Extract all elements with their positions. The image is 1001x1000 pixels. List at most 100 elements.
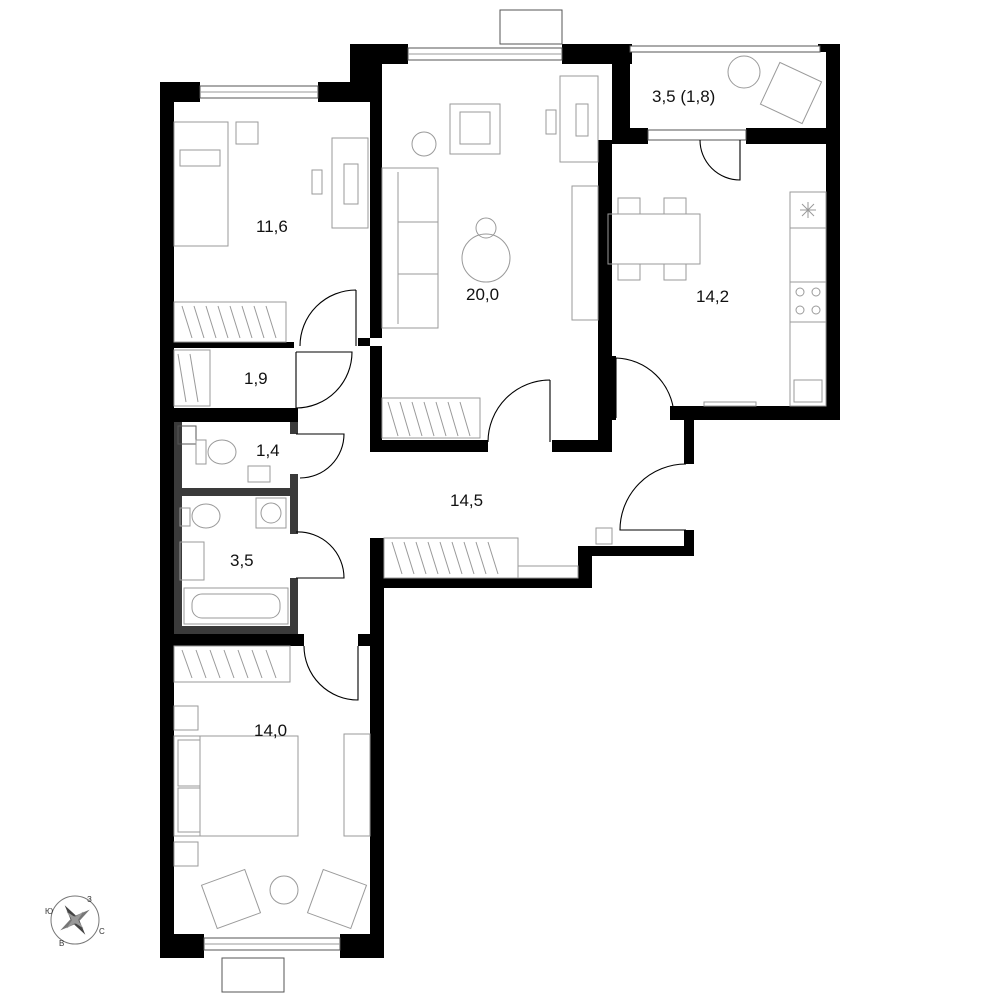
compass-letter-south: Ю	[45, 907, 53, 916]
door-kitchen	[615, 357, 675, 418]
round-table	[461, 233, 511, 283]
door-balcony	[699, 139, 741, 181]
door-bathroom	[295, 531, 345, 579]
fridge	[789, 191, 827, 229]
area-bedroom-2: 14,0	[254, 721, 287, 740]
bathtub	[183, 587, 289, 625]
wall-balcony-bottom-right	[746, 128, 840, 144]
bedroom2-table	[269, 875, 299, 905]
wall-bedroom2-bottom-left	[160, 934, 204, 958]
washing-machine	[255, 497, 287, 529]
walls	[160, 44, 840, 958]
door-toilet	[296, 433, 345, 479]
area-closet: 1,9	[244, 369, 268, 388]
wall-living-stub	[358, 338, 370, 346]
wall-bedroom1-bottom	[174, 342, 294, 348]
wall-living-bottom-right	[552, 440, 612, 452]
bath-toilet	[191, 503, 221, 529]
hall-pouf	[595, 527, 613, 545]
wall-bedroom2-bottom-right	[340, 934, 384, 958]
wall-kitchen-bottom	[670, 406, 840, 420]
bed-single	[173, 121, 229, 247]
wall-bath-bottom	[174, 626, 298, 634]
area-hallway: 14,5	[450, 491, 483, 510]
door-bedroom2	[303, 645, 359, 701]
wall-living-bottom-left	[370, 440, 488, 452]
wall-hall-bottom-right	[578, 546, 694, 556]
wall-top-bedroom1-left	[160, 82, 200, 102]
wall-kitchen-left-lower	[598, 356, 616, 420]
area-kitchen: 14,2	[696, 287, 729, 306]
wall-wc-frame	[174, 422, 182, 634]
ac-unit-bottom	[221, 957, 285, 993]
wardrobe-hallway	[383, 537, 519, 579]
window-kitchen	[647, 129, 747, 141]
wall-closet-bottom	[174, 408, 298, 422]
wall-balcony-bottom-left	[612, 128, 648, 144]
wall-bedroom1-living	[370, 62, 382, 338]
wall-living-left-lower	[370, 346, 382, 450]
compass-letter-west: З	[87, 895, 92, 904]
tv-bedroom2	[343, 733, 371, 837]
dining-table	[607, 213, 701, 265]
area-toilet: 1,4	[256, 441, 280, 460]
balcony-chair	[759, 61, 823, 125]
kitchen-counter	[789, 191, 827, 407]
side-table	[411, 131, 437, 157]
wc-sink	[247, 465, 271, 483]
area-bedroom-1: 11,6	[256, 217, 288, 236]
door-entrance	[619, 463, 687, 531]
balcony-table	[727, 55, 761, 89]
closet-shelves	[173, 349, 211, 407]
desk-bedroom1	[331, 137, 369, 229]
wardrobe-living	[381, 397, 481, 439]
doors	[295, 139, 741, 701]
wall-bath-right-bottom	[290, 578, 298, 634]
door-closet	[295, 351, 353, 409]
wall-wc-right-bottom	[290, 474, 298, 534]
door-living	[487, 379, 551, 443]
armchair-1	[200, 868, 262, 930]
wall-bedroom2-top-right	[358, 634, 384, 646]
nightstand-2	[173, 841, 199, 867]
wall-wc-bath-divider	[174, 488, 298, 496]
bath-shelf	[179, 507, 191, 527]
armchair-living	[449, 103, 501, 155]
wall-left	[160, 82, 174, 958]
sink	[793, 379, 823, 403]
wall-balcony-left	[612, 44, 630, 144]
ac-unit-top	[499, 9, 563, 45]
wall-hall-right-bottom	[684, 530, 694, 556]
compass-ring	[50, 895, 100, 945]
compass-letter-north: С	[99, 927, 105, 936]
area-labels: 11,6 20,0 3,5 (1,8) 14,2 1,9 1,4 3,5 14,…	[230, 87, 729, 740]
wall-wc-right-top	[290, 422, 298, 434]
toilet-seat	[207, 439, 237, 465]
compass-letter-east: В	[59, 939, 64, 948]
wall-bedroom2-top	[174, 634, 304, 646]
shaft	[177, 425, 197, 445]
window-balcony	[629, 45, 821, 53]
bath-sink	[179, 541, 205, 581]
desk-living	[559, 75, 599, 163]
compass: З Ю С В	[45, 895, 105, 948]
furniture	[173, 55, 827, 930]
wall-balcony-top-right	[818, 44, 840, 52]
tv-stand	[571, 185, 599, 321]
wardrobe-bedroom1	[173, 301, 287, 343]
wall-right-bedroom2	[370, 538, 384, 958]
wall-hall-bottom	[370, 578, 592, 588]
armchair-2	[306, 868, 368, 930]
wall-hall-right-top	[684, 420, 694, 464]
wall-top-living-left	[350, 44, 408, 64]
area-living-room: 20,0	[466, 285, 499, 304]
stove	[789, 281, 827, 323]
area-balcony: 3,5 (1,8)	[652, 87, 715, 106]
area-bathroom: 3,5	[230, 551, 254, 570]
sofa	[381, 167, 439, 329]
wardrobe-bedroom2	[173, 645, 291, 683]
wall-hall-step	[578, 546, 592, 588]
wall-right-kitchen	[826, 128, 840, 420]
windows	[199, 9, 821, 993]
